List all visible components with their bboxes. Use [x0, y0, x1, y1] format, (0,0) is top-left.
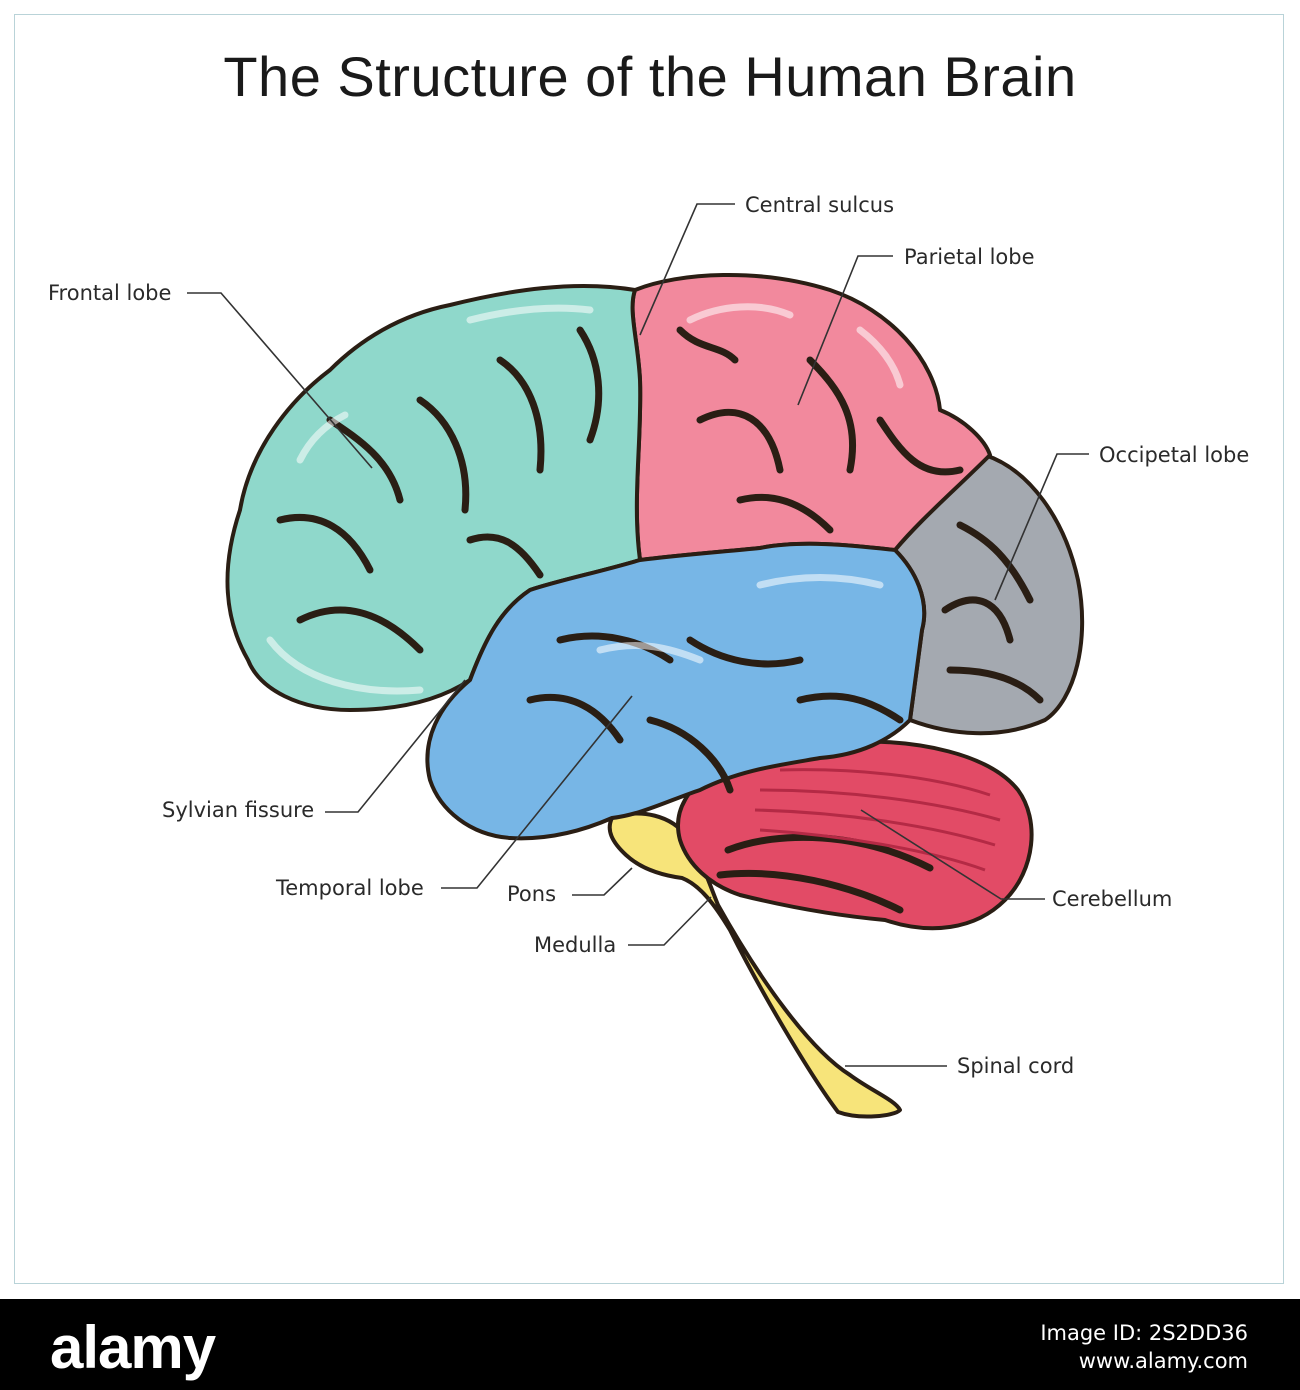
sylvian-fissure-leader: [325, 679, 466, 813]
label-temporal-lobe: Temporal lobe: [275, 876, 424, 900]
pons-leader: [572, 867, 633, 896]
occipetal-lobe-leader: [994, 453, 1089, 601]
frontal-lobe-shape: [225, 283, 643, 712]
frontal-lobe: [225, 283, 643, 712]
label-central-sulcus: Central sulcus: [745, 193, 894, 217]
frontal-lobe-leader: [187, 292, 373, 469]
site-url-text: www.alamy.com: [1078, 1349, 1248, 1373]
diagram-title: The Structure of the Human Brain: [223, 45, 1077, 108]
label-parietal-lobe: Parietal lobe: [904, 245, 1035, 269]
temporal-lobe-shape: [425, 541, 927, 841]
cerebellum: [675, 739, 1034, 931]
label-pons: Pons: [507, 882, 556, 906]
label-spinal-cord: Spinal cord: [957, 1054, 1074, 1078]
occipital-lobe: [893, 453, 1085, 736]
temporal-lobe: [425, 541, 927, 841]
image-id-block: Image ID: 2S2DD36 www.alamy.com: [1040, 1319, 1248, 1375]
cerebellum-leader: [860, 809, 1045, 900]
image-id-text: Image ID: 2S2DD36: [1040, 1321, 1248, 1345]
labels: Central sulcus Parietal lobe Frontal lob…: [48, 193, 1249, 1078]
label-frontal-lobe: Frontal lobe: [48, 281, 171, 305]
medulla-leader: [628, 896, 712, 946]
central-sulcus-leader: [639, 203, 735, 336]
label-occipetal-lobe: Occipetal lobe: [1099, 443, 1249, 467]
footer-bar: alamy Image ID: 2S2DD36 www.alamy.com: [0, 1299, 1300, 1390]
label-cerebellum: Cerebellum: [1052, 887, 1172, 911]
brain-diagram: Central sulcus Parietal lobe Frontal lob…: [48, 193, 1249, 1119]
leader-lines: [187, 203, 1089, 1067]
temporal-lobe-leader: [441, 695, 633, 889]
parietal-lobe: [630, 272, 992, 562]
label-sylvian-fissure: Sylvian fissure: [162, 798, 314, 822]
label-medulla: Medulla: [534, 933, 616, 957]
parietal-lobe-leader: [797, 255, 893, 406]
alamy-logo: alamy: [50, 1314, 216, 1381]
